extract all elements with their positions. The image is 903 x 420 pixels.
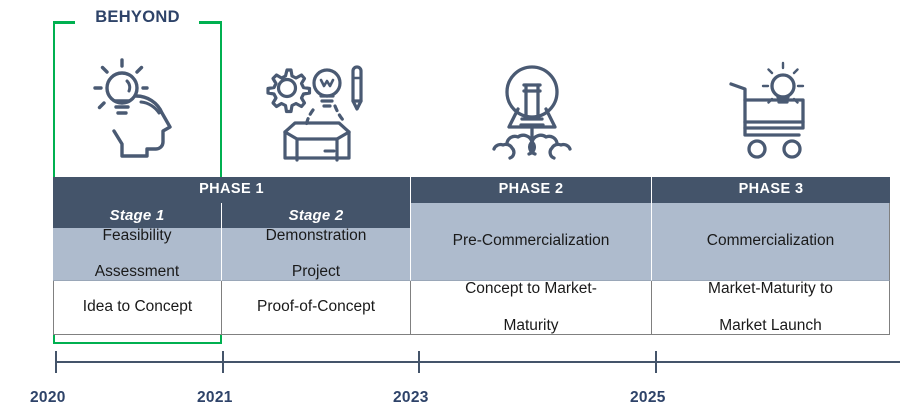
stage-name-4: Commercialization bbox=[652, 203, 890, 281]
gear-lightbulb-pencil-box-icon bbox=[222, 52, 411, 172]
timeline-tick-2025 bbox=[655, 351, 657, 373]
stage-header-2: Stage 2 bbox=[222, 203, 411, 228]
stage-name-2: Demonstration Project bbox=[222, 227, 411, 281]
timeline-year-2021: 2021 bbox=[197, 389, 233, 406]
timeline-tick-2020 bbox=[55, 351, 57, 373]
phase-header-2: PHASE 2 bbox=[411, 177, 652, 203]
behyond-label: BEHYOND bbox=[95, 8, 180, 26]
timeline-tick-2023 bbox=[418, 351, 420, 373]
behyond-bracket-top-right bbox=[199, 21, 222, 24]
head-lightbulb-icon bbox=[53, 52, 222, 172]
timeline-year-2020: 2020 bbox=[30, 389, 66, 406]
description-2: Proof-of-Concept bbox=[222, 281, 411, 335]
description-1: Idea to Concept bbox=[53, 281, 222, 335]
description-3: Concept to Market- Maturity bbox=[411, 280, 652, 335]
timeline-year-2025: 2025 bbox=[630, 389, 666, 406]
shopping-cart-lightbulb-icon bbox=[652, 52, 890, 172]
stage-name-1: Feasibility Assessment bbox=[53, 227, 222, 281]
phase-header-1: PHASE 1 bbox=[53, 177, 411, 203]
stage-name-3: Pre-Commercialization bbox=[411, 203, 652, 281]
timeline-tick-2021 bbox=[222, 351, 224, 373]
description-4: Market-Maturity to Market Launch bbox=[652, 280, 890, 335]
stage-header-1: Stage 1 bbox=[53, 203, 222, 228]
phase-header-3: PHASE 3 bbox=[652, 177, 890, 203]
timeline-year-2023: 2023 bbox=[393, 389, 429, 406]
behyond-bracket-top-left bbox=[53, 21, 75, 24]
timeline-axis bbox=[55, 361, 900, 363]
phases-matrix: PHASE 1 PHASE 2 PHASE 3 Stage 1 Stage 2 … bbox=[53, 177, 890, 335]
lightbulb-rocket-launch-icon bbox=[411, 52, 652, 172]
